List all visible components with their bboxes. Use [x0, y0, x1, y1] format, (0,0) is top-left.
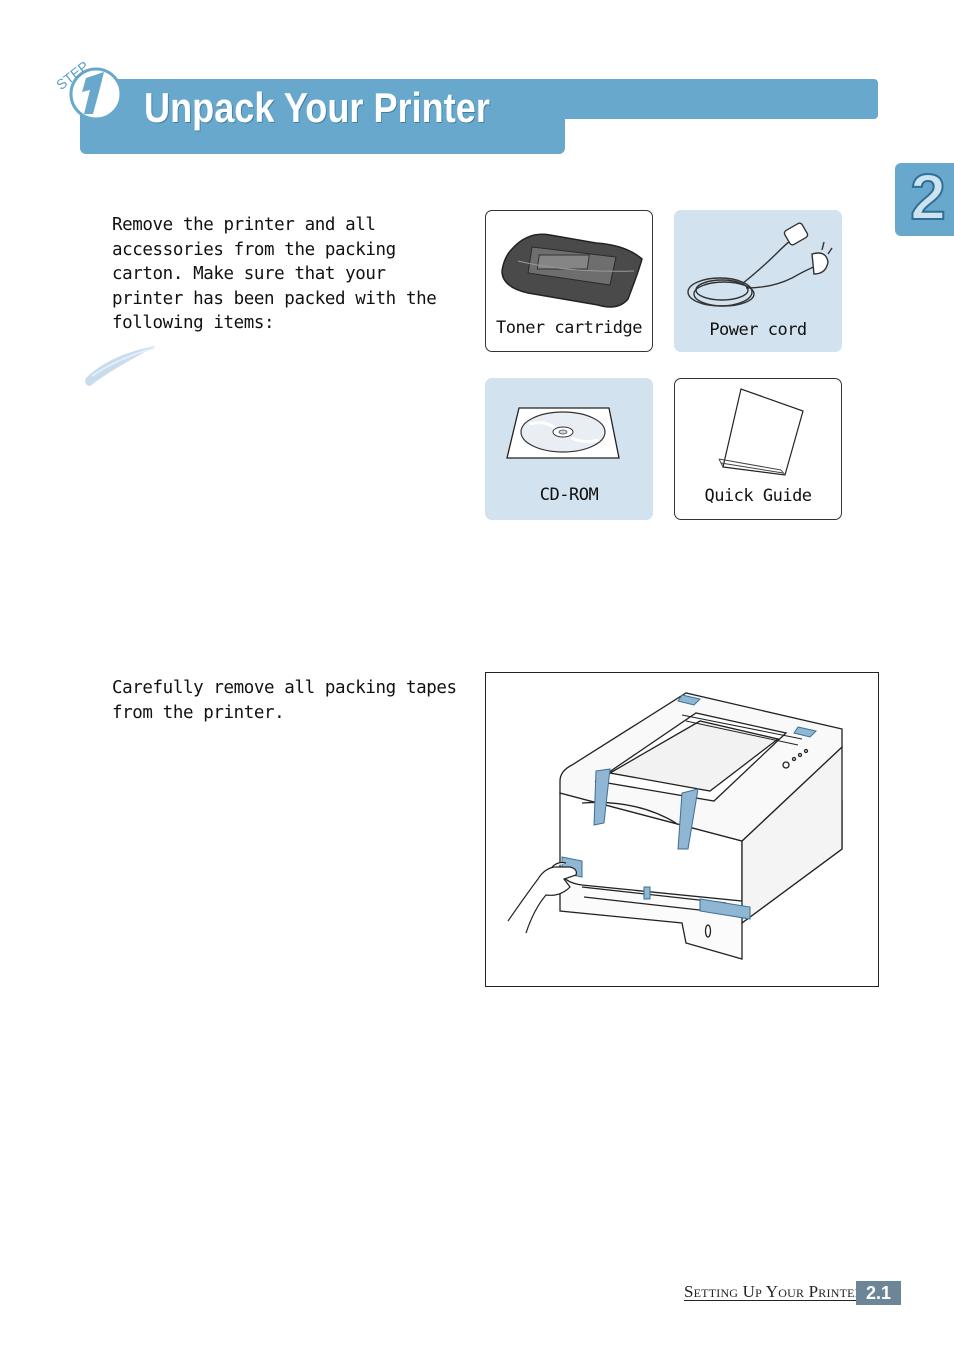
item-card-power-cord: Power cord	[674, 210, 842, 352]
item-card-toner: Toner cartridge	[485, 210, 653, 352]
footer-section-title: Setting Up Your Printer	[684, 1282, 863, 1301]
step-badge-icon: STEP 1	[46, 48, 123, 121]
toner-cartridge-icon	[501, 233, 643, 308]
cd-rom-icon	[506, 407, 620, 459]
chapter-number: 2	[909, 160, 947, 234]
item-label: Power cord	[709, 320, 807, 340]
chapter-tab	[895, 163, 954, 236]
page-number-badge: 2.1	[856, 1281, 901, 1305]
item-label: Toner cartridge	[495, 318, 643, 338]
printer-illustration-frame	[485, 672, 879, 987]
power-cord-icon	[687, 222, 833, 307]
item-card-quick-guide: Quick Guide	[674, 378, 842, 520]
printer-with-tapes-icon	[507, 692, 843, 960]
step-number: 1	[46, 48, 47, 49]
brush-stroke-icon	[85, 346, 156, 386]
quick-guide-icon	[718, 388, 804, 476]
remove-tapes-instructions: Carefully remove all packing tapes from …	[112, 678, 457, 723]
item-card-cd-rom: CD-ROM	[485, 378, 653, 520]
item-label: CD-ROM	[539, 485, 599, 505]
item-label: Quick Guide	[704, 486, 812, 506]
header-banner	[80, 79, 565, 154]
unpack-instructions: Remove the printer and all accessories f…	[112, 215, 437, 333]
page-title: Unpack Your Printer	[144, 84, 490, 131]
